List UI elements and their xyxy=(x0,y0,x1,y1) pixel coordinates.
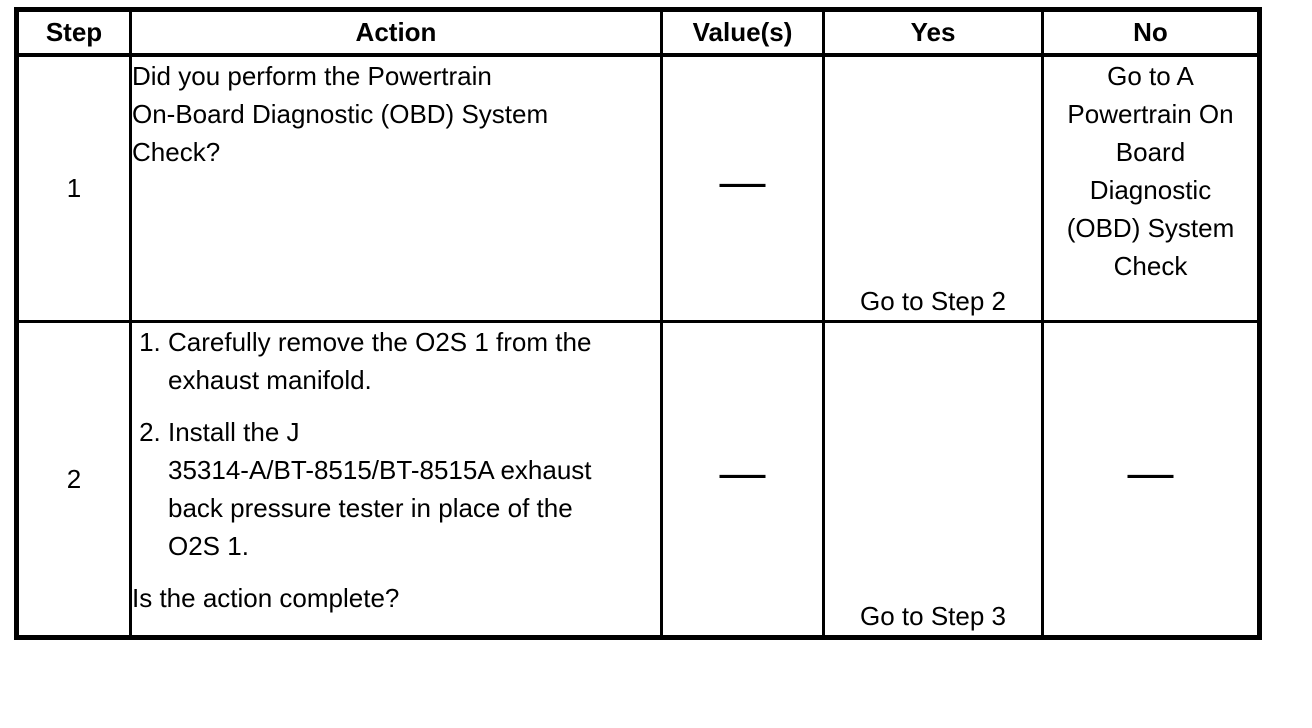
action-step-item: Install the J 35314-A/BT-8515/BT-8515A e… xyxy=(168,413,659,565)
table-header-row: Step Action Value(s) Yes No xyxy=(15,8,1261,57)
no-instruction-text: Go to A Powertrain On Board Diagnostic (… xyxy=(1066,60,1235,281)
column-header-values: Value(s) xyxy=(660,8,825,57)
yes-instruction-text: Go to Step 2 xyxy=(860,286,1006,316)
column-header-no: No xyxy=(1041,8,1261,57)
no-cell: Go to A Powertrain On Board Diagnostic (… xyxy=(1041,53,1261,323)
values-cell: — xyxy=(660,320,825,639)
column-header-action: Action xyxy=(129,8,663,57)
step-number-cell: 1 xyxy=(15,53,132,323)
yes-instruction-text: Go to Step 3 xyxy=(860,601,1006,631)
action-question-text: Is the action complete? xyxy=(132,583,400,613)
table-row-step-1: 1 Did you perform the Powertrain On-Boar… xyxy=(15,53,1261,323)
action-cell: Did you perform the Powertrain On-Board … xyxy=(129,53,663,323)
diagnostic-table: Step Action Value(s) Yes No 1 Did you pe… xyxy=(14,7,1262,640)
yes-cell: Go to Step 3 xyxy=(822,320,1044,639)
yes-cell: Go to Step 2 xyxy=(822,53,1044,323)
column-header-yes: Yes xyxy=(822,8,1044,57)
action-cell: Carefully remove the O2S 1 from the exha… xyxy=(129,320,663,639)
action-question-text: Did you perform the Powertrain On-Board … xyxy=(132,60,549,167)
values-cell: — xyxy=(660,53,825,323)
table-row-step-2: 2 Carefully remove the O2S 1 from the ex… xyxy=(15,320,1261,639)
column-header-step: Step xyxy=(15,8,132,57)
action-steps-list: Carefully remove the O2S 1 from the exha… xyxy=(134,325,659,566)
no-cell: — xyxy=(1041,320,1261,639)
step-number-cell: 2 xyxy=(15,320,132,639)
action-step-item: Carefully remove the O2S 1 from the exha… xyxy=(168,325,659,400)
